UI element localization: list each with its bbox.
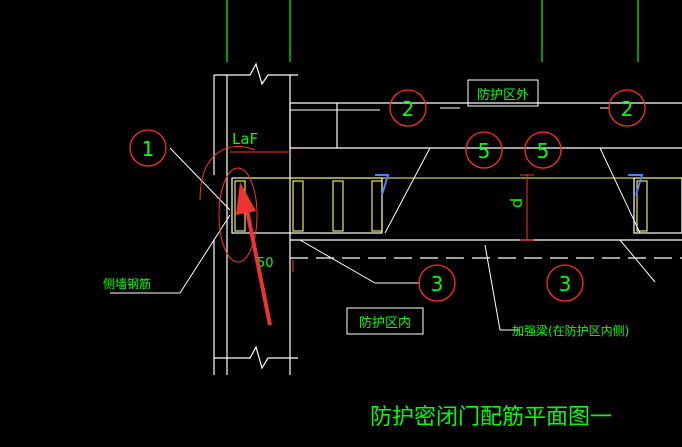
svg-text:2: 2 [402,97,415,121]
svg-text:1: 1 [142,137,155,161]
outside-zone-label: 防护区外 [467,79,539,107]
side-wall-rebar-label: 侧墙钢筋 [103,276,151,291]
callout-3-left: 3 [418,264,456,302]
anchorage-label: LaF [232,130,258,148]
svg-text:3: 3 [431,272,444,296]
spacing-label: 50 [257,256,274,271]
rebar [232,177,682,232]
drawing-title: 防护密闭门配筋平面图一 [370,405,612,430]
callout-5-left: 5 [465,131,503,169]
callout-3-right: 3 [546,264,584,302]
depth-label: d [507,198,526,208]
callout-1: 1 [129,129,167,167]
inside-zone-label: 防护区内 [346,307,424,335]
anchor-plates [375,174,644,196]
svg-text:防护区内: 防护区内 [359,315,411,331]
svg-text:3: 3 [559,272,572,296]
dimensions [199,146,534,272]
stiffening-beam-label: 加强梁(在防护区内侧) [512,323,629,338]
svg-text:2: 2 [621,97,634,121]
frame-lines [226,0,639,62]
red-arrow [236,182,272,326]
callout-2-left: 2 [389,89,427,127]
svg-text:5: 5 [537,139,550,163]
svg-text:防护区外: 防护区外 [477,87,529,103]
callout-5-right: 5 [524,131,562,169]
svg-text:5: 5 [478,139,491,163]
callout-2-right: 2 [608,89,646,127]
